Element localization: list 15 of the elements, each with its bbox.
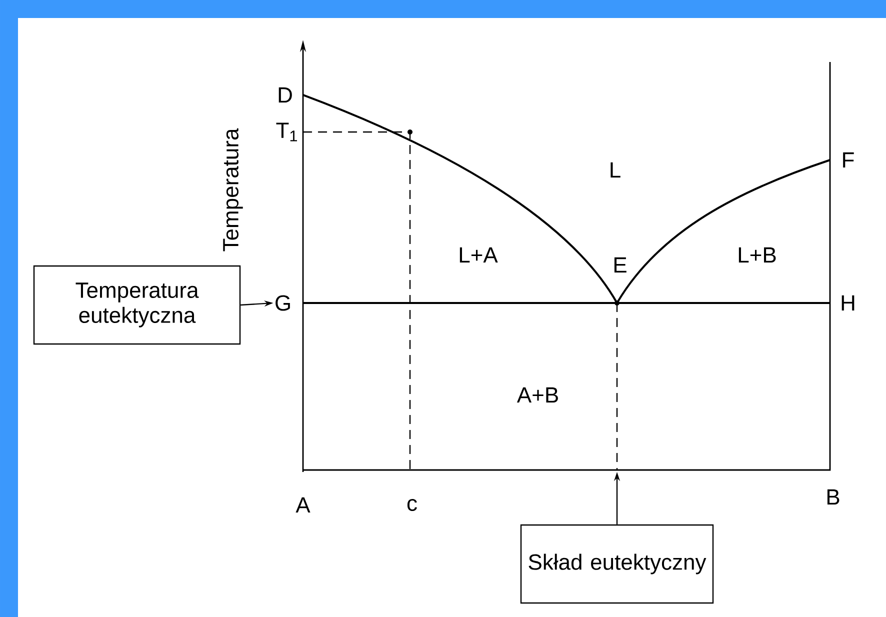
- point-label: c: [407, 498, 417, 512]
- text-box: Temperatura eutektyczna: [33, 265, 241, 345]
- point-label: D: [278, 87, 292, 103]
- point-label: B: [827, 489, 840, 505]
- point-label: G: [276, 295, 290, 311]
- point-label: H: [842, 295, 854, 311]
- region-label: L: [610, 162, 620, 178]
- point-label: F: [843, 152, 854, 168]
- region-label: L+B: [738, 247, 776, 263]
- point-label: A: [296, 497, 310, 513]
- text-box: Skład eutektyczny: [520, 524, 714, 604]
- region-label: A+B: [516, 387, 558, 403]
- point-label: T$_{1}$: [276, 122, 297, 142]
- point-label: E: [614, 257, 626, 273]
- region-label: L+A: [460, 247, 498, 263]
